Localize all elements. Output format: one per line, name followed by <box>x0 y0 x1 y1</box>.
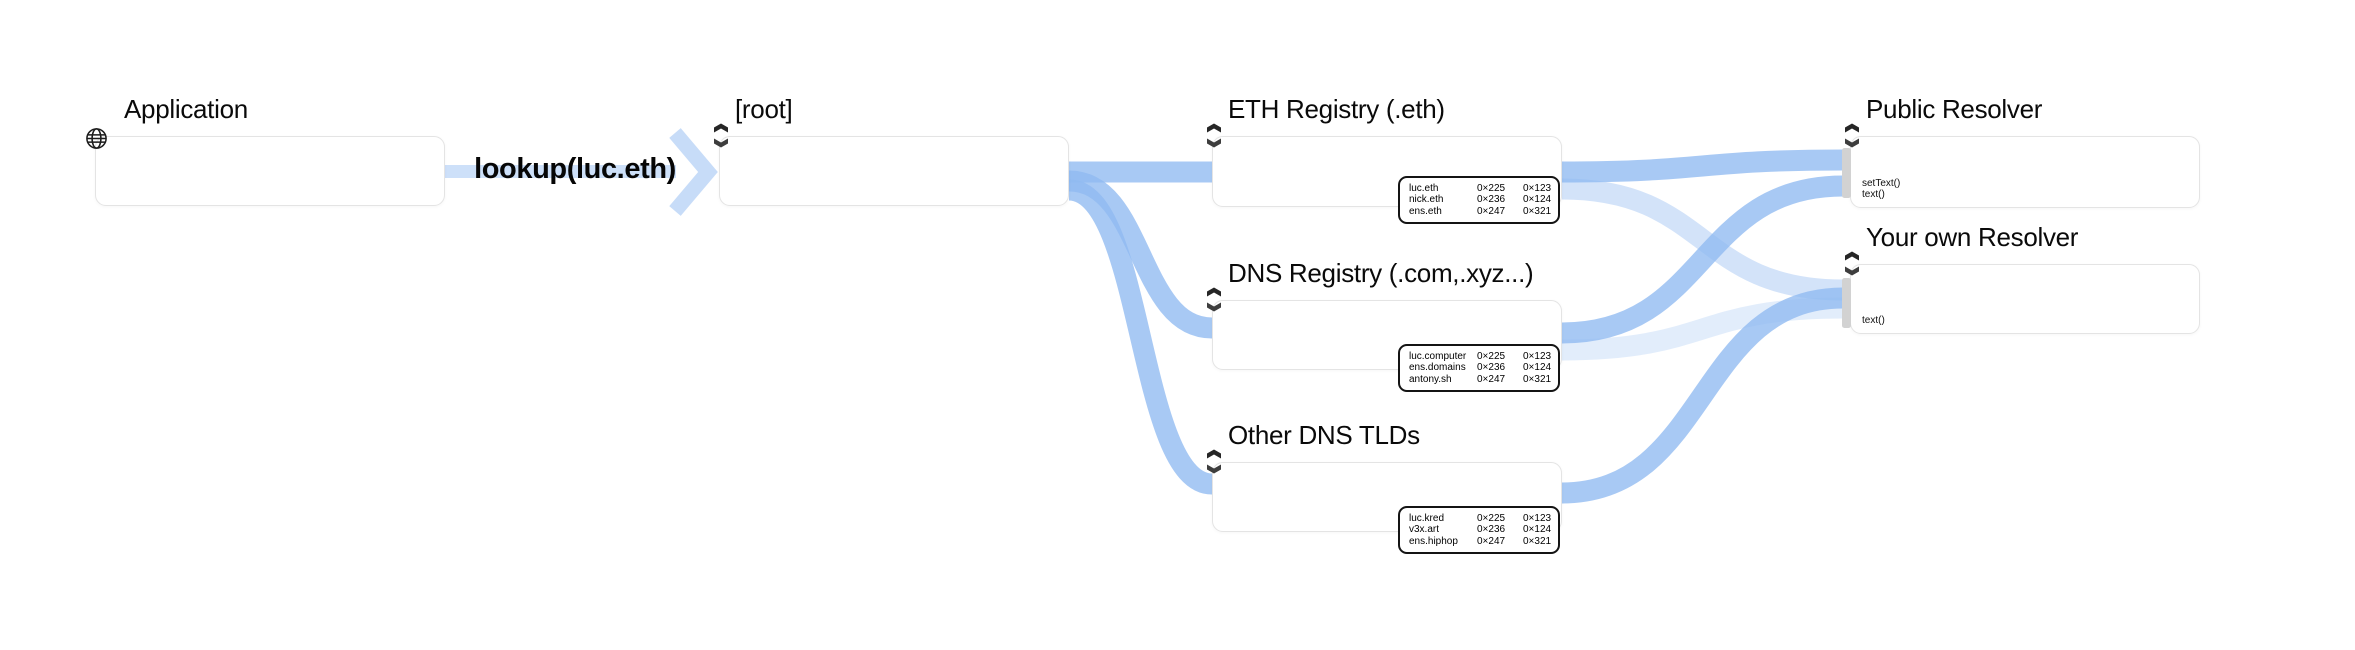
record-name: luc.kred <box>1409 512 1445 524</box>
node-other-dns-tlds: Other DNS TLDs luc.kred 0×225 0×123 v3x.art… <box>1207 420 1562 554</box>
record-address: 0×225 <box>1477 350 1506 362</box>
node-box <box>719 136 1069 206</box>
record-name: v3x.art <box>1409 524 1440 535</box>
record-name: antony.sh <box>1409 373 1452 385</box>
record-address: 0×236 <box>1477 524 1506 535</box>
node-title: Other DNS TLDs <box>1228 420 1420 450</box>
record-name: luc.eth <box>1409 182 1439 194</box>
sync-icon <box>711 123 731 148</box>
node-your-own-resolver: Your own Resolver text() <box>1842 222 2200 334</box>
record-address: 0×247 <box>1477 535 1506 547</box>
record-address: 0×321 <box>1523 205 1552 217</box>
record-address: 0×247 <box>1477 205 1506 217</box>
resolver-methods: setText()text() <box>1862 178 1900 200</box>
registry-records-table: luc.eth 0×225 0×123 nick.eth 0×236 0×124 ens.e… <box>1398 175 1560 224</box>
record-name: ens.hiphop <box>1409 535 1458 547</box>
sync-icon <box>1842 123 1862 148</box>
node-title: Application <box>124 94 248 124</box>
record-address: 0×236 <box>1477 194 1506 205</box>
record-name: nick.eth <box>1409 194 1444 205</box>
node-public-resolver: Public Resolver setText()text() <box>1842 94 2200 208</box>
record-address: 0×321 <box>1523 535 1552 547</box>
record-address: 0×123 <box>1523 182 1552 194</box>
record-address: 0×225 <box>1477 182 1506 194</box>
resolver-methods: text() <box>1862 315 1885 326</box>
lookup-arrow-head-icon <box>669 128 718 216</box>
lookup-call-label: lookup(luc.eth) <box>474 153 676 185</box>
flow-edge-other-own <box>1561 287 1844 504</box>
node-title: ETH Registry (.eth) <box>1228 94 1445 124</box>
method-signature: setText() <box>1862 178 1901 189</box>
record-name: ens.eth <box>1409 205 1442 217</box>
resolver-port <box>1842 278 1851 328</box>
sync-icon <box>1204 123 1224 148</box>
sync-icon <box>1842 251 1862 276</box>
record-address: 0×247 <box>1477 373 1506 385</box>
record-address: 0×236 <box>1477 362 1506 373</box>
node-root: [root] <box>714 94 1069 206</box>
node-title: Your own Resolver <box>1866 222 2079 252</box>
resolver-port <box>1842 148 1851 198</box>
node-title: DNS Registry (.com,.xyz...) <box>1228 258 1534 288</box>
node-title: Public Resolver <box>1866 94 2043 124</box>
flow-edge-root-other <box>1067 179 1214 495</box>
record-address: 0×124 <box>1523 362 1552 373</box>
registry-records-table: luc.kred 0×225 0×123 v3x.art 0×236 0×124 ens.h… <box>1398 505 1560 554</box>
sync-icon <box>1204 287 1224 312</box>
record-address: 0×123 <box>1523 350 1552 362</box>
record-name: luc.computer <box>1409 350 1467 362</box>
node-box <box>1850 136 2200 208</box>
record-address: 0×225 <box>1477 512 1506 524</box>
method-signature: text() <box>1862 189 1885 200</box>
flow-edge-eth-own <box>1561 178 1844 301</box>
node-eth-registry: ETH Registry (.eth) luc.eth 0×225 0×123 nic… <box>1207 94 1562 224</box>
record-address: 0×321 <box>1523 373 1552 385</box>
record-address: 0×124 <box>1523 524 1552 535</box>
sync-icon <box>1204 449 1224 474</box>
flow-edge-dns-public <box>1561 175 1844 344</box>
record-address: 0×124 <box>1523 194 1552 205</box>
globe-icon <box>85 127 108 150</box>
flow-edge-root-dns <box>1068 170 1213 339</box>
method-signature: text() <box>1862 315 1885 326</box>
record-address: 0×123 <box>1523 512 1552 524</box>
node-title: [root] <box>735 94 793 124</box>
node-dns-registry: DNS Registry (.com,.xyz...) luc.computer… <box>1207 258 1562 392</box>
node-application: Application <box>86 94 445 206</box>
node-box <box>95 136 445 206</box>
node-box <box>1850 264 2200 334</box>
record-name: ens.domains <box>1409 362 1466 373</box>
flow-edge-eth-public <box>1561 149 1844 183</box>
